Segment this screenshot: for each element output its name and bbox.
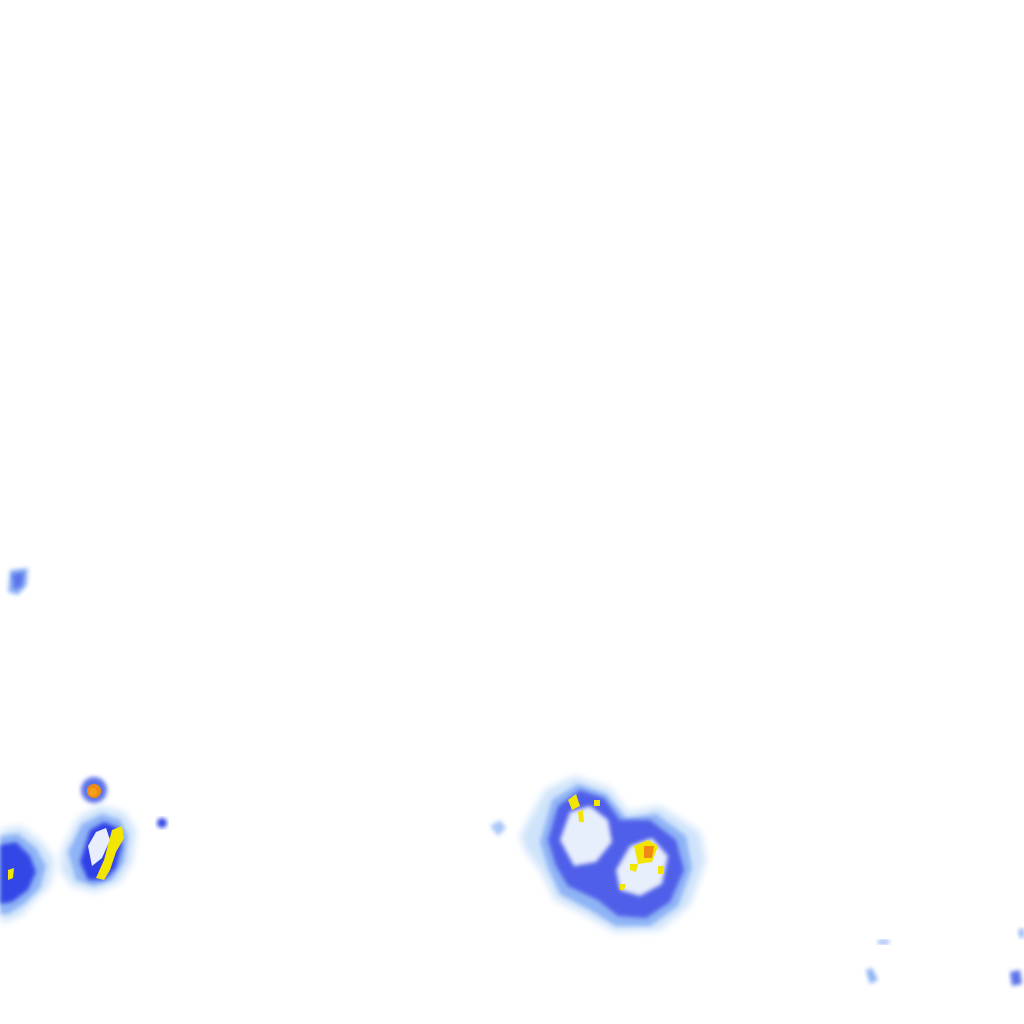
cell-central [490, 776, 706, 932]
echo-southeast-a [866, 968, 878, 984]
cell-west [0, 826, 55, 922]
echo-southeast-edge [1010, 928, 1024, 986]
echo-small-west [157, 818, 167, 828]
cell-west-core [60, 777, 136, 892]
echo-southeast-b [878, 940, 890, 944]
echo-far-left-fragment [8, 568, 28, 595]
